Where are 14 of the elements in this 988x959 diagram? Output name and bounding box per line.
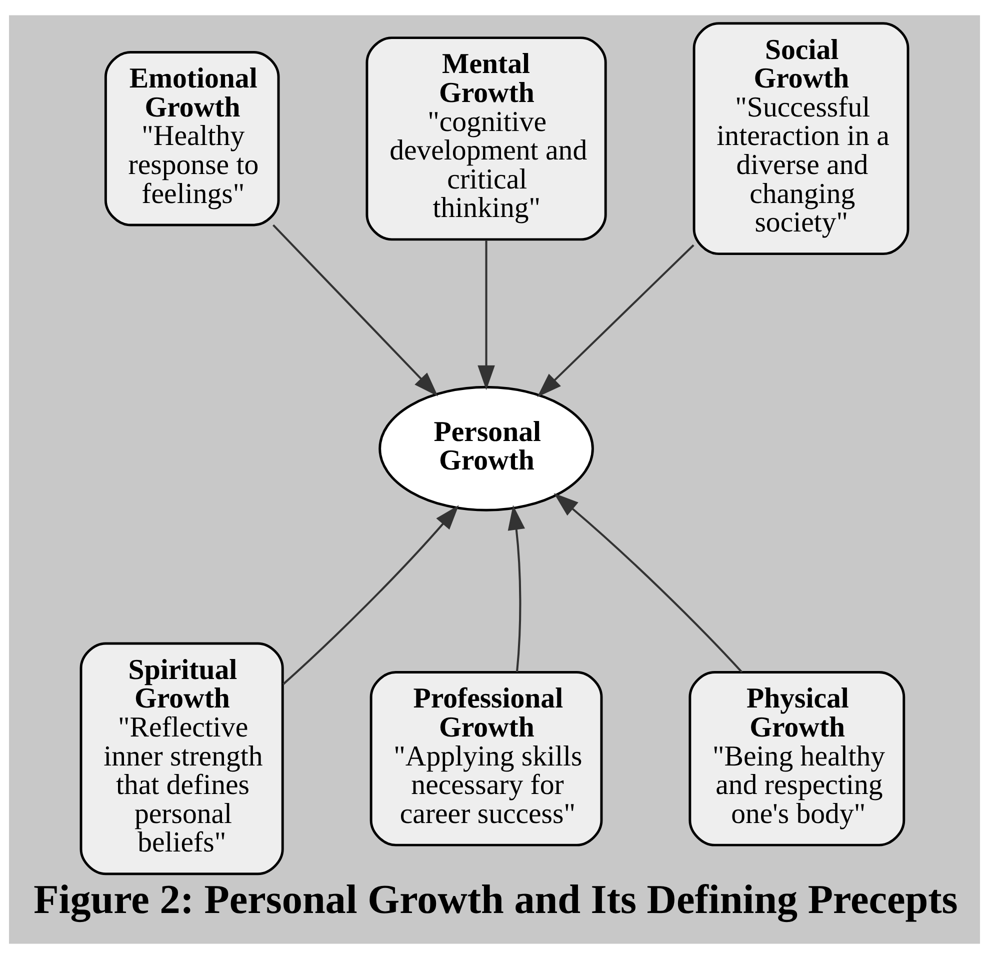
- caption: Figure 2: Personal Growth and Its Defining Precepts: [33, 876, 958, 922]
- arrow: [477, 240, 494, 390]
- node-box: Professional Growth "Applying skills necessary for career success": [369, 671, 602, 846]
- node-ellipse: Personal Growth: [378, 386, 594, 512]
- arrow: [282, 505, 458, 686]
- node-box: Mental Growth "cognitive development and critical thinking": [365, 36, 606, 241]
- node-box: Physical Growth "Being healthy and respecting one's body": [688, 671, 905, 846]
- arrow: [272, 224, 438, 396]
- arrow: [536, 244, 694, 398]
- arrow: [507, 505, 524, 672]
- node-box: Emotional Growth "Healthy response to feelings": [104, 50, 280, 226]
- node-box: Social Growth "Successful interaction in a diverse and changing society": [692, 22, 909, 256]
- node-box: Spiritual Growth "Reflective inner strength that defines personal beliefs": [79, 642, 284, 876]
- arrow: [553, 493, 742, 673]
